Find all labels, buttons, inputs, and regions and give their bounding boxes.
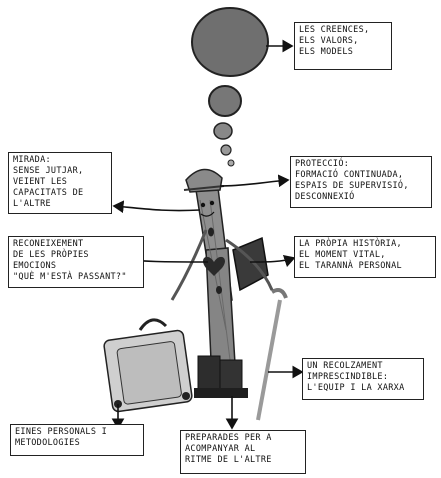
label-line: L'EQUIP I LA XARXA	[307, 383, 405, 393]
heart-icon	[203, 256, 225, 276]
thought-bubble-small	[213, 122, 233, 140]
label-line: ACOMPANYAR AL	[185, 444, 256, 454]
label-line: MIRADA:	[13, 155, 51, 165]
label-line: LA PRÒPIA HISTÒRIA,	[299, 239, 402, 249]
label-tools: EINES PERSONALS I METODOLOGIES	[10, 424, 144, 456]
label-line: DESCONNEXIÓ	[295, 192, 355, 202]
label-line: IMPRESCINDIBLE:	[307, 372, 389, 382]
arrow-gaze	[112, 200, 201, 214]
label-line: PROTECCIÓ:	[295, 159, 350, 169]
label-line: CAPACITATS DE	[13, 188, 84, 198]
thought-bubble-medium	[208, 85, 242, 117]
thought-bubble-tiny	[220, 144, 232, 156]
label-line: EL MOMENT VITAL,	[299, 250, 386, 260]
label-gaze: MIRADA: SENSE JUTJAR, VEIENT LES CAPACIT…	[8, 152, 112, 214]
label-protection: PROTECCIÓ: FORMACIÓ CONTINUADA, ESPAIS D…	[290, 156, 432, 208]
label-line: EINES PERSONALS I	[15, 427, 108, 437]
label-line: METODOLOGIES	[15, 438, 81, 448]
label-line: ESPAIS DE SUPERVISIÓ,	[295, 181, 409, 191]
label-line: VEIENT LES	[13, 177, 68, 187]
walking-cane	[256, 299, 282, 421]
label-history: LA PRÒPIA HISTÒRIA, EL MOMENT VITAL, EL …	[294, 236, 436, 278]
label-prepared: PREPARADES PER A ACOMPANYAR AL RITME DE …	[180, 430, 306, 474]
label-line: RECONEIXEMENT	[13, 239, 84, 249]
label-line: LES CREENCES,	[299, 25, 370, 35]
label-line: EMOCIONS	[13, 261, 57, 271]
label-recognition: RECONEIXEMENT DE LES PRÒPIES EMOCIONS "Q…	[8, 236, 144, 288]
figure-eye	[200, 202, 206, 208]
arrow-protection	[219, 174, 290, 188]
thought-bubble-dot	[227, 159, 235, 167]
label-line: DE LES PRÒPIES	[13, 250, 89, 260]
suitcase	[103, 318, 193, 413]
label-line: SENSE JUTJAR,	[13, 166, 84, 176]
label-line: PREPARADES PER A	[185, 433, 272, 443]
label-line: EL TARANNÀ PERSONAL	[299, 261, 402, 271]
label-line: "QUÈ M'ESTÀ PASSANT?"	[13, 272, 127, 282]
label-line: ELS VALORS,	[299, 36, 359, 46]
arrow-history	[249, 254, 296, 268]
label-line: UN RECOLZAMENT	[307, 361, 383, 371]
label-line: ELS MODELS	[299, 47, 354, 57]
label-beliefs: LES CREENCES, ELS VALORS, ELS MODELS	[294, 22, 392, 70]
label-line: FORMACIÓ CONTINUADA,	[295, 170, 404, 180]
label-support: UN RECOLZAMENT IMPRESCINDIBLE: L'EQUIP I…	[302, 358, 424, 400]
label-line: L'ALTRE	[13, 199, 51, 209]
thought-bubble-large	[191, 7, 269, 77]
backpack	[232, 236, 269, 292]
label-line: RITME DE L'ALTRE	[185, 455, 272, 465]
